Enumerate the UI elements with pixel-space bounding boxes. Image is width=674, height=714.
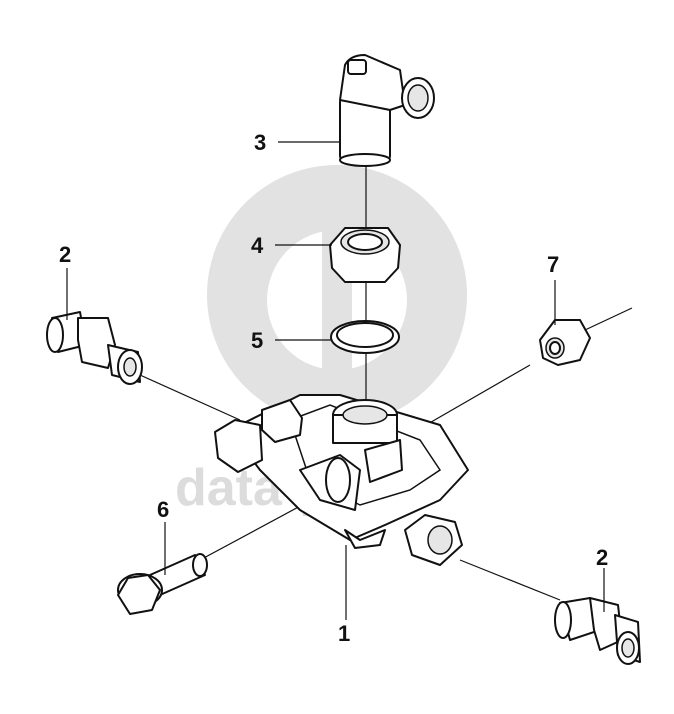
callout-7: 7 [547,252,559,277]
part-1-bracket-body [214,394,469,566]
callout-3: 3 [254,130,266,155]
part-2-right-fitting [554,597,641,665]
callout-5: 5 [251,328,263,353]
callout-4: 4 [251,233,264,258]
assembly-axes [139,160,633,601]
callout-2-left: 2 [59,242,71,267]
callouts: 3 4 5 2 7 6 1 2 [59,130,608,646]
part-6-flange-bolt [117,553,208,615]
part-5-o-ring [330,320,400,354]
callout-6: 6 [157,497,169,522]
part-2-left-fitting [46,311,143,385]
leader-lines [66,141,605,620]
part-7-flange-nut [539,319,591,366]
callout-2-right: 2 [596,545,608,570]
callout-1: 1 [338,621,350,646]
part-4-hex-nut [329,227,401,283]
watermark-logo-bar [322,190,352,420]
part-3-elbow-fitting [339,54,435,167]
